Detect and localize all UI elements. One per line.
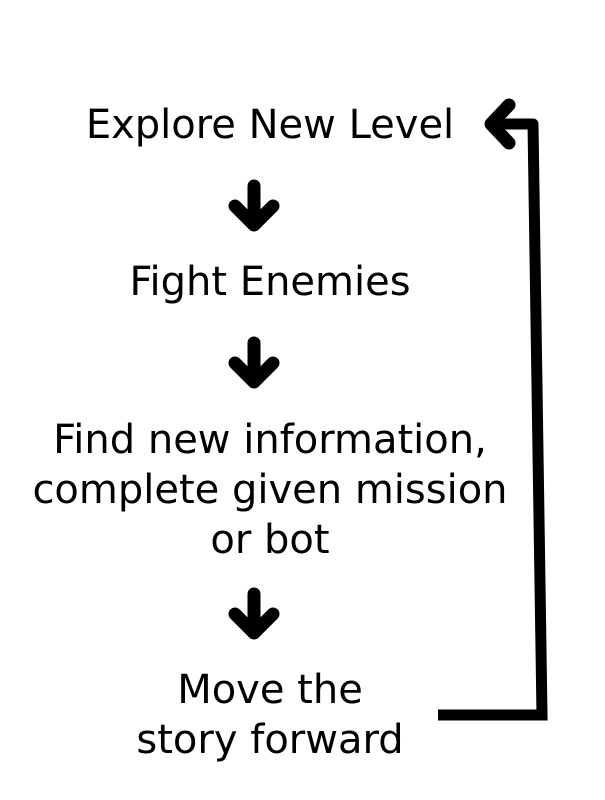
down-arrow-icon: [228, 336, 280, 389]
loop-back-arrow-icon: [438, 98, 548, 721]
step-explore-new-level: Explore New Level: [85, 102, 455, 148]
down-arrow-icon: [228, 587, 280, 640]
step-find-new-information: Find new information, complete given mis…: [32, 417, 508, 563]
step-fight-enemies: Fight Enemies: [129, 259, 411, 305]
step-move-story-forward: Move the story forward: [136, 667, 404, 763]
down-arrow-icon: [228, 179, 280, 232]
